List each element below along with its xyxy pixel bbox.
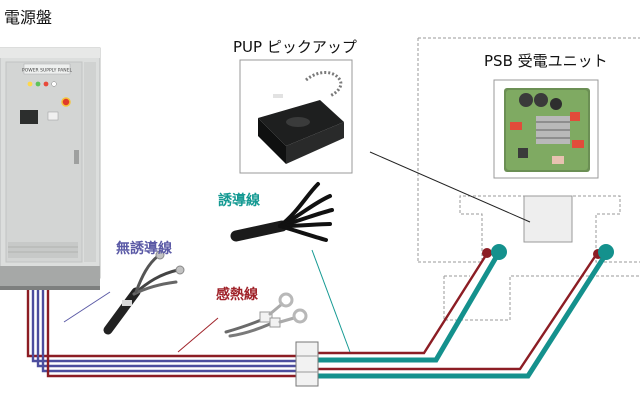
cable-bundle [26, 290, 296, 378]
pickup-label: PUP ピックアップ [233, 38, 357, 56]
pickup-photo [239, 59, 353, 174]
receiver-label: PSB 受電ユニット [484, 52, 608, 70]
induction-cable-right [318, 251, 609, 379]
power-panel-label: 電源盤 [4, 8, 53, 27]
thermal-wire-leader-line [177, 317, 219, 353]
cabinet-lamp-1 [27, 81, 33, 87]
cabinet-vent [8, 242, 78, 258]
thermal-wire-photo [224, 292, 308, 338]
non-induction-wire-leader-line [63, 291, 111, 323]
junction-box [295, 341, 319, 387]
induction-wire-leader-line [311, 249, 351, 353]
induction-wire-photo [230, 182, 334, 242]
non-induction-wire-photo [103, 250, 185, 335]
cabinet-handle [74, 150, 79, 164]
induction-cable-left [318, 251, 501, 363]
cabinet-base [0, 266, 100, 288]
cabinet-lamp-4 [51, 81, 57, 87]
cabinet-switch [47, 111, 59, 121]
receiver-unit-photo [493, 79, 599, 179]
cabinet-emergency-button [61, 97, 71, 107]
terminal-teal-right [598, 244, 614, 260]
terminal-red-left [482, 248, 492, 258]
cabinet-display [20, 110, 38, 124]
cabinet-plate-text: POWER SUPPLY PANEL [22, 68, 72, 74]
induction-wire-label: 誘導線 [218, 193, 260, 209]
receiver-core-block [523, 195, 573, 243]
cabinet-name-plate [23, 63, 71, 75]
cabinet-lamp-3 [43, 81, 49, 87]
cabinet-lamp-2 [35, 81, 41, 87]
power-panel-cabinet: POWER SUPPLY PANEL [0, 47, 101, 290]
thermal-wire-label: 感熱線 [216, 287, 258, 303]
terminal-teal-left [491, 244, 507, 260]
pickup-leader-line [369, 151, 531, 223]
non-induction-wire-label: 無誘導線 [116, 241, 172, 257]
